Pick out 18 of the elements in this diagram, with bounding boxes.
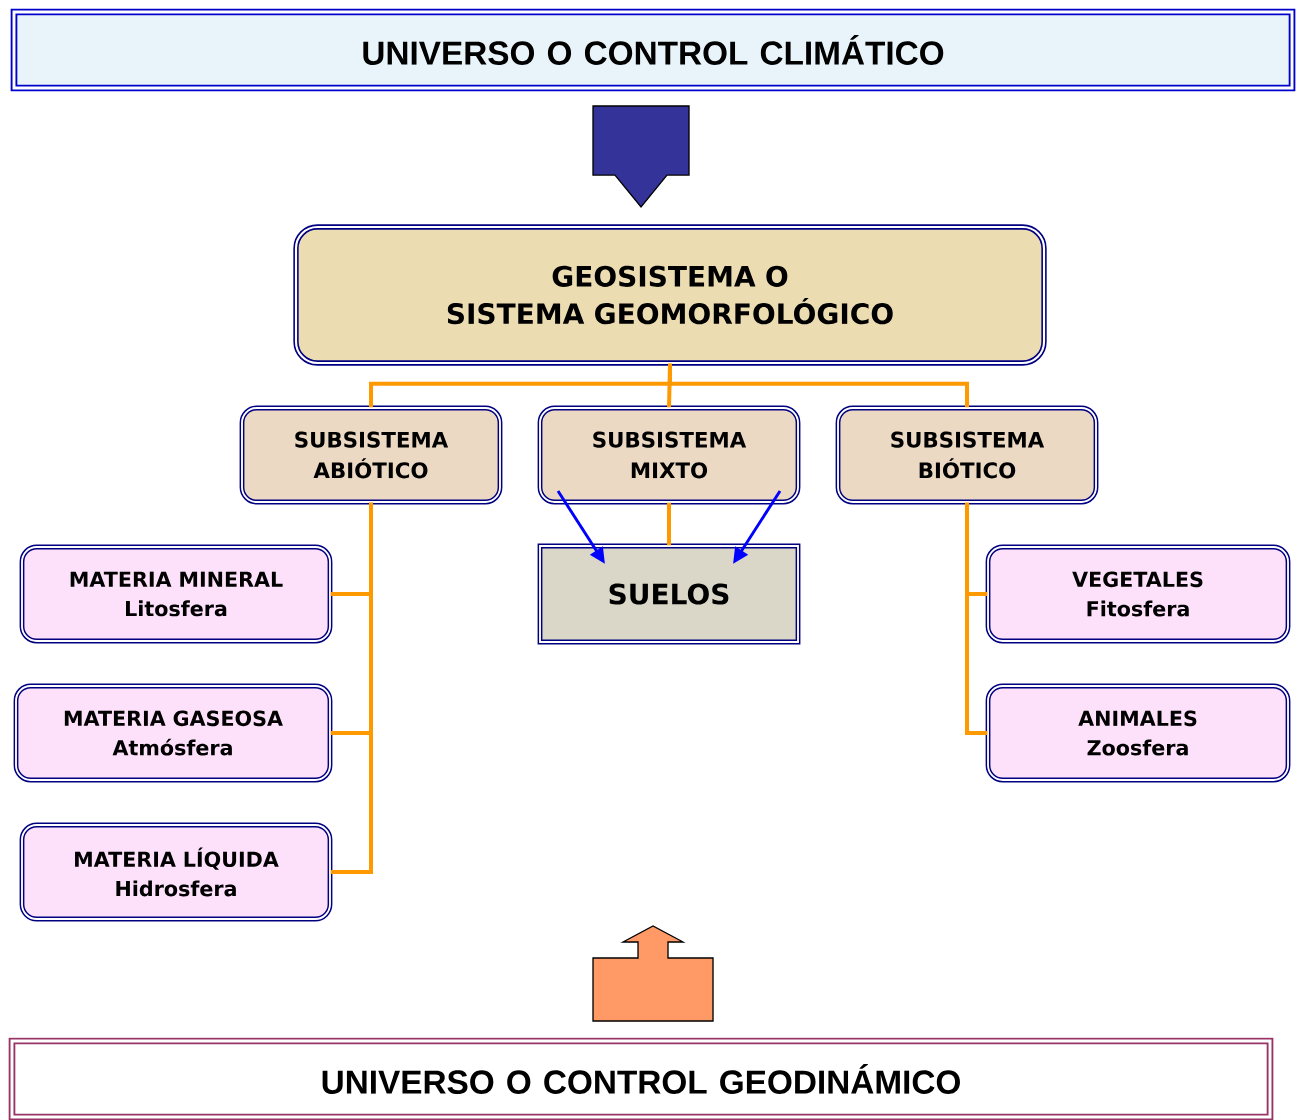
title-banner: UNIVERSO O CONTROL CLIMÁTICO: [10, 8, 1296, 92]
block-arrow: [592, 105, 690, 209]
footer-banner: UNIVERSO O CONTROL GEODINÁMICO: [8, 1037, 1274, 1120]
category-box: MATERIA GASEOSA Atmósfera: [13, 683, 333, 783]
category-box: MATERIA LÍQUIDA Hidrosfera: [19, 822, 333, 922]
connector-line: [965, 502, 988, 735]
category-box: VEGETALES Fitosfera: [985, 544, 1291, 644]
subsystem-box: SUBSISTEMA ABIÓTICO: [239, 405, 503, 505]
connector-line: [668, 363, 969, 408]
block-arrow: [592, 925, 714, 1022]
subsystem-box: SUBSISTEMA BIÓTICO: [835, 405, 1099, 505]
connector-line: [667, 502, 671, 546]
connector-line: [330, 502, 373, 874]
subsystem-box: SUBSISTEMA MIXTO: [537, 405, 801, 505]
soil-box: SUELOS: [537, 543, 801, 645]
category-box: MATERIA MINERAL Litosfera: [19, 544, 333, 644]
main-box: GEOSISTEMA O SISTEMA GEOMORFOLÓGICO: [293, 224, 1047, 366]
category-box: ANIMALES Zoosfera: [985, 683, 1291, 783]
